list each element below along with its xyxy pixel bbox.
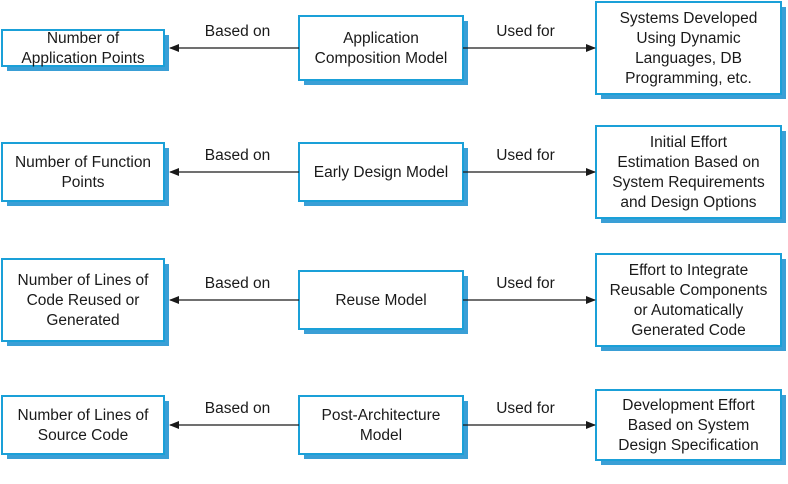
cocomo-model-box-line: Application [343,30,419,47]
used-for-label: Used for [496,275,555,292]
source-metric-box-line: Points [61,174,104,191]
usage-box-line: Programming, etc. [625,70,752,87]
based-on-label: Based on [205,147,271,164]
cocomo-model-box-line: Composition Model [315,50,448,67]
row: Number of Lines of Source Code Post-Archit… [1,389,786,465]
usage-box-line: Using Dynamic [636,30,740,47]
cocomo-model-box-line: Reuse Model [335,292,426,309]
row: Number of Application Points ApplicationCo… [1,1,786,99]
source-metric-box [1,29,165,67]
usage-box-line: or Automatically [634,302,744,319]
source-metric-box-line: Generated [46,312,119,329]
usage-box-line: Estimation Based on [617,154,759,171]
source-metric-box [1,258,165,342]
usage-box [595,389,782,461]
source-metric-box [1,142,165,202]
cocomo-model-box-line: Model [360,427,402,444]
cocomo-model-box [298,270,464,330]
usage-box-line: Initial Effort [650,134,728,151]
source-metric-box [1,395,165,455]
cocomo-model-box [298,395,464,455]
used-for-label: Used for [496,400,555,417]
source-metric-box-line: Number of Function [15,154,151,171]
based-on-label: Based on [205,275,271,292]
usage-box-line: Languages, DB [635,50,742,67]
usage-box-line: System Requirements [612,174,765,191]
based-on-label: Based on [205,400,271,417]
usage-box-line: Effort to Integrate [629,262,748,279]
based-on-label: Based on [205,23,271,40]
cocomo-model-box [298,15,464,81]
row: Number of Lines of Code Reused or Generate… [1,253,786,351]
cocomo-model-box-line: Post-Architecture [322,407,441,424]
source-metric-box-line: Code Reused or [27,292,140,309]
used-for-label: Used for [496,23,555,40]
source-metric-box-line: Application Points [21,50,144,67]
source-metric-box-line: Number of Lines of [18,272,150,289]
usage-box-line: and Design Options [620,194,756,211]
cocomo-model-box-line: Early Design Model [314,164,448,181]
source-metric-box-line: Number of Lines of [18,407,150,424]
usage-box-line: Development Effort [622,397,755,414]
usage-box-line: Design Specification [618,437,758,454]
source-metric-box-line: Source Code [38,427,128,444]
usage-box [595,253,782,347]
used-for-label: Used for [496,147,555,164]
usage-box-line: Generated Code [631,322,746,339]
usage-box [595,125,782,219]
usage-box [595,1,782,95]
source-metric-box-line: Number of [47,30,120,47]
usage-box-line: Reusable Components [610,282,768,299]
usage-box-line: Based on System [628,417,749,434]
usage-box-line: Systems Developed [620,10,758,27]
